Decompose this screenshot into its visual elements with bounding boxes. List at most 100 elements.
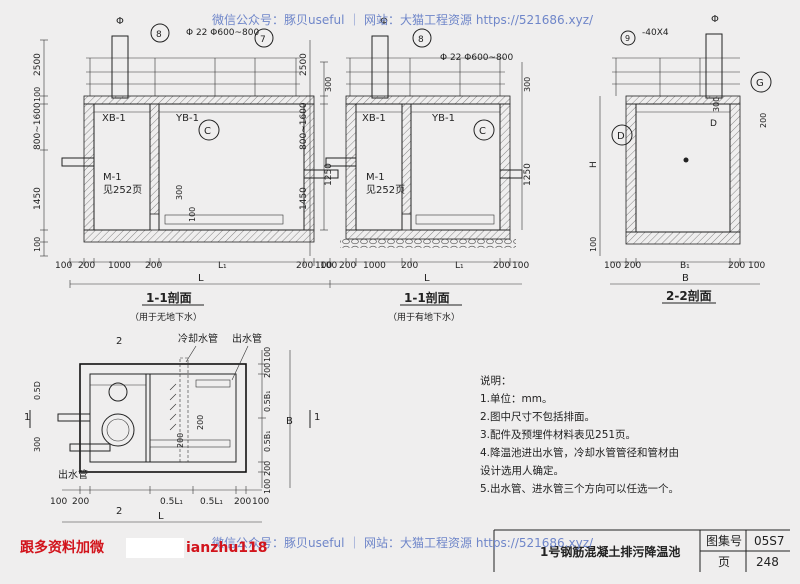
plan-view: 冷却水管 出水管 出水管 2 2 1 1 0.5D 300 200 200 10… — [24, 332, 320, 523]
dim-800-1600: 800~1600 — [33, 102, 43, 150]
plan-dim-200b: 200 — [176, 433, 185, 448]
dim-b-100: 100 — [55, 261, 72, 271]
s2-b-200b: 200 — [728, 261, 745, 271]
dim-100-inner: 100 — [188, 207, 197, 222]
flat-bar: -40X4 — [642, 28, 669, 38]
s2-dim-left: 100 — [589, 237, 598, 252]
plan-hatch-marks — [169, 383, 177, 431]
railing-left — [86, 57, 300, 96]
dim-c-200b: 200 — [401, 261, 418, 271]
dims-left-vertical — [40, 39, 48, 257]
pipe-spec-b: Φ 22 Φ600~800 — [440, 53, 514, 63]
dim-b-200c: 200 — [296, 261, 313, 271]
dim-L: L — [198, 273, 204, 284]
s2-b-200: 200 — [624, 261, 641, 271]
circle-8: 8 — [156, 30, 162, 40]
dim-c-1000: 1000 — [363, 261, 386, 271]
dim-800-1600-b: 800~1600 — [299, 102, 309, 150]
label-m1-b: M-1 — [366, 172, 385, 183]
promo-text: 跟多资料加微 — [20, 539, 105, 556]
vent-pipe — [111, 35, 129, 99]
dim-c-l1: L₁ — [455, 261, 464, 271]
dim-c-200: 200 — [339, 261, 356, 271]
dim-300-inner: 300 — [175, 185, 184, 200]
dim-1450: 1450 — [33, 187, 43, 210]
plan-r-05b1: 0.5B₁ — [263, 391, 272, 412]
plan-dim-L: L — [158, 511, 164, 522]
section-1a-title: 1-1剖面 — [146, 290, 192, 305]
plan-r-05b1b: 0.5B₁ — [263, 431, 272, 452]
dim-L-b: L — [424, 273, 430, 284]
dim-b-100b: 100 — [315, 261, 332, 271]
dim-100a: 100 — [33, 87, 42, 102]
phi-3: Φ — [711, 14, 719, 25]
circle-c-b: C — [479, 126, 486, 137]
label-m1-ref: 见252页 — [103, 184, 142, 196]
section-1b-title: 1-1剖面 — [404, 290, 450, 305]
dims-bottom-1a — [69, 258, 331, 288]
label-xb1-b: XB-1 — [362, 113, 386, 124]
note-5: 5.出水管、进水管三个方向可以任选一个。 — [480, 482, 679, 495]
section-1-1-wet: XB-1 YB-1 M-1 见252页 C 8 Φ Φ 22 Φ600~800 … — [299, 16, 533, 323]
s2-b-100b: 100 — [748, 261, 765, 271]
promo-mask — [126, 538, 184, 558]
note-3: 3.配件及预埋件材料表见251页。 — [480, 428, 636, 441]
circle-9: 9 — [625, 34, 630, 43]
label-xb1: XB-1 — [102, 113, 126, 124]
label-yb1: YB-1 — [175, 113, 199, 124]
note-1: 1.单位：mm。 — [480, 392, 552, 405]
dim-b-200b: 200 — [145, 261, 162, 271]
sec-mark-2-top: 2 — [116, 336, 122, 347]
dim-b-200: 200 — [78, 261, 95, 271]
watermark-bottom: 微信公众号：豚贝useful ｜ 网站：大猫工程资源 https://52168… — [212, 535, 594, 550]
sec-mark-1-right: 1 — [314, 412, 320, 423]
plan-dim-05d: 0.5D — [33, 381, 42, 400]
plan-b-05l1a: 0.5L₁ — [160, 497, 183, 507]
dims-right-vertical — [320, 61, 328, 231]
plan-dim-300: 300 — [33, 437, 42, 452]
dim-b-l1: L₁ — [218, 261, 227, 271]
promo-handle: ianzhu118 — [186, 540, 268, 556]
section-1a-subtitle: （用于无地下水） — [130, 311, 202, 323]
dim-2500-b: 2500 — [299, 53, 309, 76]
page-label: 页 — [718, 555, 730, 569]
s2-dim-200: 200 — [759, 113, 768, 128]
circle-7: 7 — [260, 35, 266, 45]
label-out-pipe-top: 出水管 — [232, 332, 262, 345]
phi-2: Φ — [380, 16, 388, 27]
s2-b-b1: B₁ — [680, 261, 690, 271]
dim-c-100b: 100 — [512, 261, 529, 271]
title-block-title: 1号钢筋混凝土排污降温池 — [540, 544, 680, 559]
note-2: 2.图中尺寸不包括排面。 — [480, 410, 595, 423]
page-value: 248 — [756, 555, 779, 569]
atlas-value: 05S7 — [754, 534, 785, 548]
label-out-pipe-left: 出水管 — [58, 468, 88, 481]
pipe-spec: Φ 22 Φ600~800 — [186, 28, 260, 38]
plan-b-100: 100 — [50, 497, 67, 507]
dim-B: B — [682, 273, 689, 284]
label-cool-pipe: 冷却水管 — [178, 332, 218, 345]
dims-bottom-1b — [330, 258, 522, 285]
circle-g: G — [756, 78, 764, 89]
label-yb1-b: YB-1 — [431, 113, 455, 124]
plan-dim-200a: 200 — [196, 415, 205, 430]
dim-H: H — [589, 161, 599, 168]
dim-2500: 2500 — [33, 53, 43, 76]
label-m1: M-1 — [103, 172, 122, 183]
dim-1450-b: 1450 — [299, 187, 309, 210]
label-d-small: D — [710, 119, 717, 129]
section-2-2: D D G 9 -40X4 Φ H 100 200 300 100 200 B₁… — [589, 14, 772, 304]
plan-b-200b: 200 — [234, 497, 251, 507]
plan-b-100b: 100 — [252, 497, 269, 507]
plan-b-200: 200 — [72, 497, 89, 507]
section-1b-subtitle: （用于有地下水） — [388, 311, 460, 323]
section-1-1-dry: XB-1 YB-1 M-1 见252页 C 8 7 Φ 22 Φ600~800 … — [33, 16, 339, 323]
plan-r-100: 100 — [263, 347, 272, 362]
dim-300-400: 300 — [324, 77, 333, 92]
dim-300-400-b: 300 — [523, 77, 532, 92]
circle-8-b: 8 — [418, 35, 424, 45]
notes-heading: 说明： — [480, 374, 512, 387]
plan-dim-B: B — [286, 416, 293, 427]
title-block: 1号钢筋混凝土排污降温池 图集号 05S7 页 248 — [493, 529, 790, 572]
